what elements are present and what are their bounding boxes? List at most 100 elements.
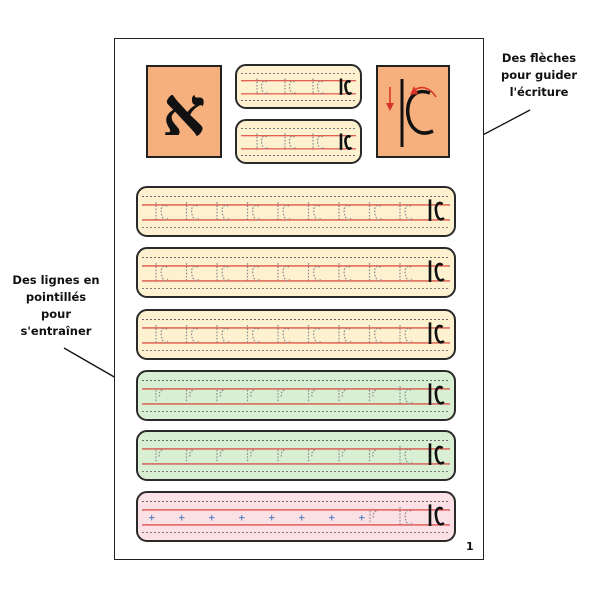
traced-glyph (246, 325, 260, 344)
traced-glyph (312, 133, 324, 150)
strip-drawing: + + + + + + + + (142, 501, 450, 533)
practice-strip-2 (136, 247, 456, 298)
plus-marker-icon: + (358, 513, 366, 523)
model-glyph (428, 383, 445, 405)
stroke-guide-drawing (386, 79, 437, 147)
partial-glyph (216, 449, 224, 462)
traced-glyph (338, 263, 352, 282)
partial-glyph (368, 449, 377, 462)
lines-annotation-line-4: s'entraîner (20, 324, 92, 338)
plus-marker-icon: + (298, 513, 306, 523)
stroke-guide-box (376, 65, 450, 158)
traced-glyph (338, 325, 352, 344)
traced-glyph (307, 325, 321, 344)
partial-glyph (368, 389, 377, 402)
traced-glyph (277, 263, 291, 282)
model-glyph (428, 260, 445, 282)
traced-glyph (246, 202, 260, 221)
partial-glyph (155, 389, 163, 402)
lines-annotation-line-3: pour (41, 307, 71, 321)
down-arrow-icon (386, 103, 394, 111)
traced-glyph (307, 202, 321, 221)
page-number: 1 (466, 540, 474, 553)
practice-strip-5 (136, 430, 456, 481)
traced-glyph (399, 202, 413, 221)
traced-glyph (368, 263, 382, 282)
traced-glyph (368, 325, 382, 344)
traced-glyph (399, 325, 413, 344)
model-glyph (428, 504, 445, 526)
strip-drawing (142, 257, 450, 289)
arrows-annotation-line-2: pour guider (500, 68, 578, 82)
practice-strip-4 (136, 370, 456, 421)
partial-glyph (185, 449, 194, 462)
traced-glyph (277, 202, 291, 221)
traced-glyph (216, 325, 230, 344)
strip-drawing (241, 127, 356, 156)
strip-drawing (241, 72, 356, 101)
practice-strip-1 (136, 186, 456, 237)
plus-marker-icon: + (208, 513, 216, 523)
traced-glyph (307, 263, 321, 282)
curve-arrow-icon (410, 86, 418, 95)
practice-strip-small-1 (235, 64, 362, 109)
model-glyph (428, 199, 445, 221)
lines-pointer-line (63, 347, 117, 379)
traced-glyph (338, 202, 352, 221)
model-glyph (339, 133, 353, 150)
guide-stroke-curve (405, 89, 434, 135)
plus-marker-icon: + (178, 513, 186, 523)
plus-marker-icon: + (328, 513, 336, 523)
strip-drawing (142, 319, 450, 351)
model-glyph (339, 78, 353, 95)
lines-annotation-line-1: Des lignes en (12, 273, 100, 287)
traced-glyph (256, 133, 268, 150)
model-glyph (428, 322, 445, 344)
traced-glyph (246, 263, 260, 282)
practice-strip-small-2 (235, 119, 362, 164)
traced-glyph (155, 202, 169, 221)
plus-marker-icon: + (148, 513, 156, 523)
arrows-annotation: Des flèches pour guider l'écriture (486, 50, 592, 101)
traced-glyph (312, 78, 324, 95)
traced-glyph (185, 202, 199, 221)
strip-drawing (142, 440, 450, 472)
model-glyph (428, 443, 445, 465)
lines-annotation-line-2: pointillés (25, 290, 87, 304)
arrows-annotation-line-3: l'écriture (509, 85, 569, 99)
traced-glyph (277, 325, 291, 344)
arrows-annotation-line-1: Des flèches (501, 51, 577, 65)
partial-glyph (307, 389, 316, 402)
traced-glyph (284, 133, 296, 150)
partial-glyph (277, 449, 285, 462)
partial-glyph (307, 449, 316, 462)
traced-glyph (399, 507, 413, 526)
practice-strip-3 (136, 309, 456, 360)
partial-glyph (338, 389, 346, 402)
traced-glyph (368, 202, 382, 221)
traced-glyph (256, 78, 268, 95)
arrows-pointer-line (476, 109, 531, 139)
partial-glyph (185, 389, 194, 402)
traced-glyph (155, 263, 169, 282)
partial-glyph (338, 449, 346, 462)
traced-glyph (155, 325, 169, 344)
partial-glyph (216, 389, 224, 402)
partial-glyph (155, 449, 163, 462)
traced-glyph (185, 263, 199, 282)
traced-glyph (185, 325, 199, 344)
strip-drawing (142, 196, 450, 228)
hebrew-letter-alef: א (162, 71, 206, 152)
traced-glyph (216, 263, 230, 282)
traced-glyph (284, 78, 296, 95)
traced-glyph (216, 202, 230, 221)
lines-annotation: Des lignes en pointillés pour s'entraîne… (2, 272, 110, 340)
traced-glyph (399, 446, 413, 465)
plus-marker-icon: + (238, 513, 246, 523)
traced-glyph (399, 263, 413, 282)
partial-glyph (246, 389, 255, 402)
partial-glyph (246, 449, 255, 462)
plus-marker-icon: + (268, 513, 276, 523)
strip-drawing (142, 380, 450, 412)
traced-glyph (399, 386, 413, 405)
